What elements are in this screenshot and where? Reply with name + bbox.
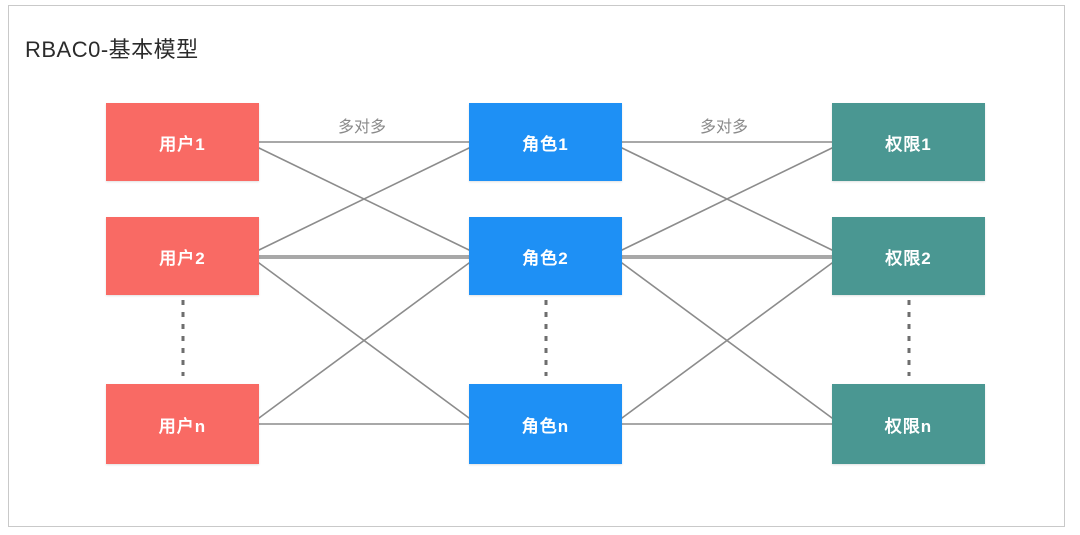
node-roles-3[interactable]: 角色n — [469, 384, 622, 464]
node-label: 权限2 — [885, 248, 932, 268]
node-permissions-3[interactable]: 权限n — [832, 384, 985, 464]
node-label: 用户1 — [159, 134, 206, 154]
node-roles-2[interactable]: 角色2 — [469, 217, 622, 295]
node-roles-1[interactable]: 角色1 — [469, 103, 622, 181]
page-title: RBAC0-基本模型 — [25, 37, 199, 62]
node-label: 用户n — [158, 416, 207, 436]
node-permissions-1[interactable]: 权限1 — [832, 103, 985, 181]
node-users-2[interactable]: 用户2 — [106, 217, 259, 295]
node-label: 角色1 — [522, 134, 569, 154]
node-label: 角色n — [521, 416, 570, 436]
node-label: 用户2 — [159, 248, 206, 268]
node-label: 权限1 — [885, 134, 932, 154]
node-label: 权限n — [884, 416, 933, 436]
relation-label-role-permission: 多对多 — [699, 119, 749, 136]
node-users-3[interactable]: 用户n — [106, 384, 259, 464]
relation-label-user-role: 多对多 — [337, 119, 387, 136]
node-users-1[interactable]: 用户1 — [106, 103, 259, 181]
node-label: 角色2 — [522, 248, 569, 268]
node-permissions-2[interactable]: 权限2 — [832, 217, 985, 295]
